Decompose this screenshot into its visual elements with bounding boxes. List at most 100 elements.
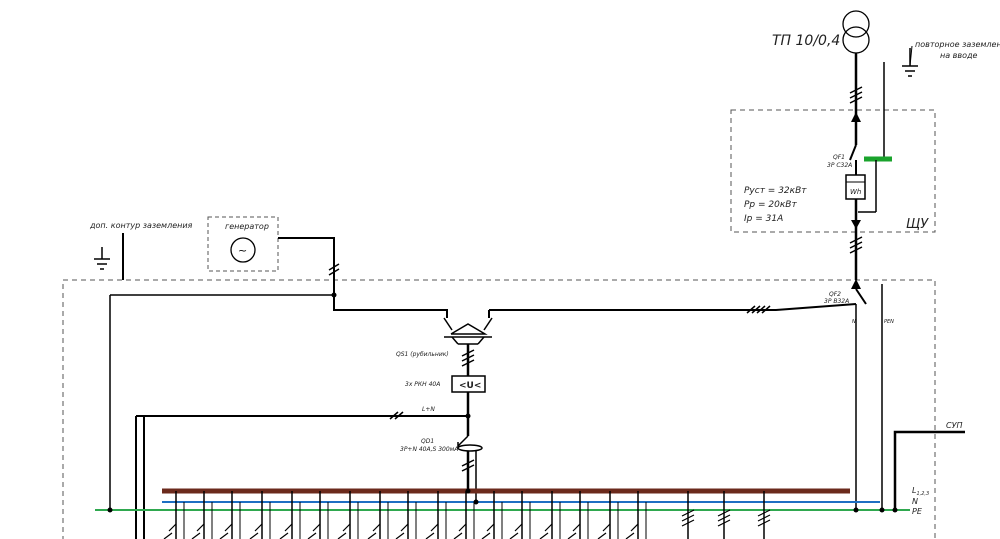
feeder-tick	[625, 532, 635, 539]
feeder-tick	[539, 532, 549, 539]
bus-junction-5	[879, 507, 885, 513]
feeder-tick	[681, 509, 695, 517]
feeder-tick	[191, 532, 201, 539]
feeder-tick	[395, 532, 405, 539]
feeder-tick	[458, 523, 467, 532]
feeder-tick	[284, 523, 293, 532]
qd1-ticks	[461, 459, 475, 472]
generator-label: генератор	[225, 222, 269, 231]
sup-label: СУП	[946, 421, 962, 430]
n-tag: N	[852, 319, 856, 325]
i-calculated: Iр = 31А	[744, 214, 783, 224]
transfer-switch-icon	[443, 317, 493, 345]
feeder-tick	[717, 509, 731, 517]
main-panel-frame	[62, 279, 936, 539]
feeder-tick	[717, 519, 731, 527]
feeder-tick	[224, 523, 233, 532]
rkn-label: 3х РКН 40А	[405, 381, 440, 388]
feeder-tick	[337, 532, 347, 539]
feeder-tick	[567, 532, 577, 539]
feeder-tick	[757, 509, 771, 517]
ln-ticks	[389, 411, 404, 420]
feeder-tick	[681, 514, 695, 522]
feeder-tick	[514, 523, 523, 532]
arrow-down-icon	[851, 220, 861, 229]
bus-l-label: L1,2,3	[912, 486, 929, 497]
feeder-tick	[342, 523, 351, 532]
ground-icon-extra	[94, 247, 110, 270]
feeder-tick	[597, 532, 607, 539]
rkn-box-label: <U<	[459, 381, 481, 391]
feeder-tick	[163, 532, 173, 539]
generator-frame	[207, 216, 279, 272]
feeder-tick	[249, 532, 259, 539]
network-feed-ticks	[746, 305, 771, 314]
qf2-name: QF2	[829, 291, 841, 298]
network-feed	[489, 303, 857, 311]
pen-tag: PEN	[884, 319, 894, 325]
feeder-tick	[168, 523, 177, 532]
feeder-tick	[509, 532, 519, 539]
arrow-up-icon-2	[851, 279, 861, 289]
qf1-contact	[849, 144, 857, 161]
p-installed: Руст = 32кВт	[744, 186, 807, 196]
feeder-tick	[602, 523, 611, 532]
feeder-tick	[254, 523, 263, 532]
generator-feed-ticks	[328, 263, 340, 276]
qs1-ticks	[461, 349, 475, 367]
sup-conductor	[893, 430, 965, 510]
extra-ground-label: доп. контур заземления	[89, 221, 193, 230]
p-calculated: Рр = 20кВт	[744, 200, 797, 210]
qf1-name: QF1	[833, 154, 845, 161]
ground-icon-repeat	[902, 48, 918, 77]
qd1-rating: 3P+N 40А,S 300мА	[400, 446, 458, 453]
qd1-name: QD1	[421, 438, 434, 445]
generator-symbol: ~	[238, 244, 247, 257]
feeder-ticks-1	[849, 86, 863, 104]
transformer-icon	[842, 10, 870, 54]
feeder-tick	[757, 519, 771, 527]
feeder-ticks-2	[849, 236, 863, 254]
feeder-tick	[372, 523, 381, 532]
shu-panel-frame	[730, 109, 936, 233]
meter-label: Wh	[850, 188, 861, 196]
generator-icon: ~	[230, 237, 256, 263]
bus-pe-label: PE	[912, 507, 923, 516]
bus-junction-6	[892, 507, 898, 513]
ln-junction	[465, 413, 471, 419]
bus-junction-3	[107, 507, 113, 513]
feeder-tick	[486, 523, 495, 532]
outgoing-feeders	[163, 491, 771, 539]
feeder-tick	[717, 514, 731, 522]
feeder-tick	[279, 532, 289, 539]
feeder-tick	[219, 532, 229, 539]
qs1-label: QS1 (рубильник)	[396, 351, 449, 358]
feeder-tick	[453, 532, 463, 539]
feeder-tick	[481, 532, 491, 539]
shu-label: ЩУ	[906, 217, 929, 232]
ln-tag: L+N	[422, 406, 435, 413]
substation-title: ТП 10/0,4	[772, 33, 840, 49]
repeat-ground-label-1: повторное заземление	[915, 40, 1000, 49]
feeder-tick	[425, 532, 435, 539]
feeder-tick	[312, 523, 321, 532]
feeder-tick	[681, 519, 695, 527]
feeder-tick	[572, 523, 581, 532]
feeder-tick	[400, 523, 409, 532]
bus-junction-4	[853, 507, 859, 513]
feeder-tick	[757, 514, 771, 522]
feeder-tick	[630, 523, 639, 532]
feeder-tick	[430, 523, 439, 532]
bus-junction-2	[473, 499, 479, 505]
qf2-contact	[855, 288, 867, 305]
repeat-ground-label-2: на вводе	[940, 51, 978, 60]
feeder-tick	[196, 523, 205, 532]
qf1-rating: 3P C32A	[827, 162, 852, 169]
generator-feed	[278, 237, 448, 318]
arrow-up-icon	[851, 112, 861, 122]
bus-n-label: N	[912, 497, 918, 506]
rcd-qd1-icon	[457, 435, 483, 452]
feeder-tick	[307, 532, 317, 539]
bus-l-sub: 1,2,3	[916, 491, 929, 497]
